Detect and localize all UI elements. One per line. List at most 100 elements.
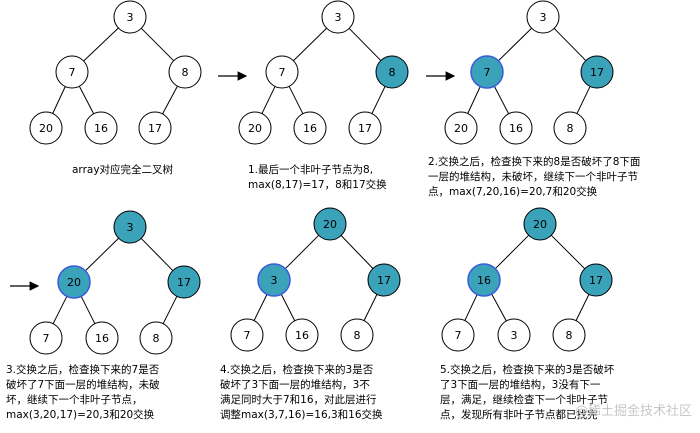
caption-line: array对应完全二叉树 — [72, 164, 174, 176]
node-value: 16 — [303, 122, 317, 135]
tree-edge — [83, 27, 119, 62]
node-circle — [113, 0, 147, 34]
caption-line: 层，满足，继续检查下一个非叶子节 — [440, 394, 608, 406]
node-value: 7 — [455, 329, 462, 342]
node-value: 17 — [148, 122, 162, 135]
caption-line: 点，发现所有非叶子节点都已找完 — [440, 409, 598, 421]
tree-node: 17 — [579, 263, 613, 297]
caption-line: 2.交换之后，检查换下来的8是否破坏了8下面 — [428, 156, 641, 168]
node-value: 3 — [335, 11, 342, 24]
tree-edge — [575, 294, 590, 321]
node-value: 20 — [67, 276, 81, 289]
caption-panel-4: 3.交换之后，检查换下来的7是否 破坏了7下面一层的堆结构，未破 坏，继续下一个… — [6, 363, 160, 423]
tree-edge — [348, 28, 382, 61]
tree-node: 17 — [167, 265, 201, 299]
tree-node: 7 — [265, 55, 299, 89]
tree-edge — [78, 85, 95, 115]
node-value: 3 — [511, 329, 518, 342]
tree-node: 16 — [467, 263, 501, 297]
node-value: 17 — [377, 274, 391, 287]
node-circle — [138, 111, 172, 145]
node-value: 16 — [477, 274, 491, 287]
node-value: 7 — [69, 66, 76, 79]
tree-node: 7 — [230, 318, 264, 352]
caption-line: 破坏了3下面一层的堆结构，3不 — [220, 379, 370, 391]
node-value: 16 — [95, 332, 109, 345]
node-circle — [321, 0, 355, 34]
node-value: 20 — [323, 218, 337, 231]
tree-node: 20 — [238, 111, 272, 145]
tree-edge — [576, 86, 591, 114]
caption-line: 1.最后一个非叶子节点为8, — [248, 164, 374, 176]
tree-edge — [284, 234, 320, 270]
tree-edge — [85, 237, 119, 272]
node-value: 16 — [94, 122, 108, 135]
node-value: 3 — [540, 11, 547, 24]
node-value: 20 — [454, 122, 468, 135]
node-value: 3 — [127, 11, 134, 24]
node-circle — [285, 318, 319, 352]
caption-line: 调整max(3,7,16)=16,3和16交换 — [220, 409, 383, 421]
node-circle — [29, 321, 63, 355]
node-circle — [340, 318, 374, 352]
tree-edge — [494, 234, 530, 270]
tree-node: 3 — [113, 0, 147, 34]
tree-node: 16 — [84, 111, 118, 145]
tree-node: 17 — [348, 111, 382, 145]
node-circle — [85, 321, 119, 355]
node-circle — [265, 55, 299, 89]
node-value: 7 — [484, 66, 491, 79]
tree-edge — [553, 28, 587, 61]
tree-node: 20 — [523, 207, 557, 241]
tree-node: 3 — [321, 0, 355, 34]
tree-node: 8 — [168, 55, 202, 89]
node-circle — [238, 111, 272, 145]
node-value: 8 — [389, 66, 396, 79]
node-value: 20 — [39, 122, 53, 135]
tree-node: 16 — [85, 321, 119, 355]
node-circle — [57, 265, 91, 299]
tree-node: 3 — [257, 263, 291, 297]
caption-line: max(3,20,17)=20,3和20交换 — [6, 409, 155, 421]
tree-node: 20 — [444, 111, 478, 145]
tree-node: 8 — [375, 55, 409, 89]
tree-node: 8 — [553, 111, 587, 145]
node-value: 16 — [295, 329, 309, 342]
node-value: 3 — [127, 221, 134, 234]
caption-line: 一层的堆结构，未破坏，继续下一个非叶子节 — [428, 171, 638, 183]
node-circle — [441, 318, 475, 352]
tree-edge — [464, 294, 478, 321]
node-circle — [113, 210, 147, 244]
tree-edge — [140, 238, 174, 271]
node-value: 7 — [279, 66, 286, 79]
node-value: 7 — [43, 332, 50, 345]
node-value: 7 — [244, 329, 251, 342]
node-circle — [84, 111, 118, 145]
tree-node: 8 — [552, 318, 586, 352]
node-value: 16 — [509, 122, 523, 135]
node-circle — [444, 111, 478, 145]
tree-edge — [261, 86, 276, 114]
tree-node: 20 — [57, 265, 91, 299]
tree-node: 17 — [580, 55, 614, 89]
node-circle — [467, 263, 501, 297]
tree-node: 16 — [293, 111, 327, 145]
caption-line: 4.交换之后，检查换下来的3是否 — [220, 364, 374, 376]
node-circle — [29, 111, 63, 145]
node-circle — [579, 263, 613, 297]
tree-node: 7 — [55, 55, 89, 89]
caption-line: 了3下面一层的堆结构，3没有下一 — [440, 379, 601, 391]
caption-line: 3.交换之后，检查换下来的7是否 — [6, 364, 160, 376]
caption-panel-6: 5.交换之后，检查换下来的3是否破坏 了3下面一层的堆结构，3没有下一 层，满足… — [440, 363, 614, 423]
node-value: 3 — [271, 274, 278, 287]
node-value: 8 — [566, 329, 573, 342]
node-value: 8 — [182, 66, 189, 79]
tree-edge — [288, 86, 304, 114]
watermark: @稀土掘金技术社区 — [574, 404, 692, 419]
tree-edge — [80, 296, 96, 324]
tree-node: 7 — [470, 55, 504, 89]
node-circle — [293, 111, 327, 145]
caption-panel-1: array对应完全二叉树 — [72, 163, 173, 178]
node-circle — [167, 265, 201, 299]
tree-edge — [491, 293, 507, 322]
